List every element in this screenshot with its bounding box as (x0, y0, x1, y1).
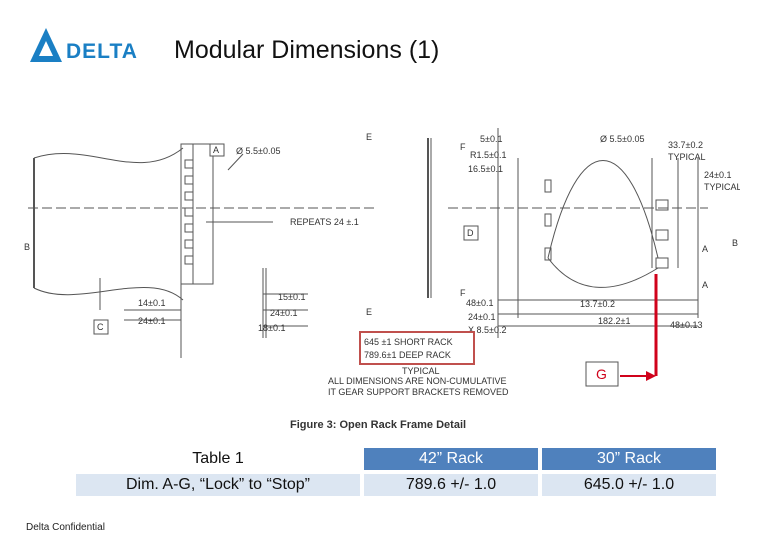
label-repeats: REPEATS 24 ±.1 (290, 217, 359, 227)
table-title-cell: Table 1 (76, 448, 360, 470)
label-a-right-1: A (702, 244, 708, 254)
label-e-bottom: E (366, 307, 372, 317)
header-42-rack: 42” Rack (364, 448, 538, 470)
page-title: Modular Dimensions (1) (174, 36, 440, 64)
label-b-right: B (732, 238, 738, 248)
g-callout-label: G (596, 366, 607, 382)
label-dim-337: 33.7±0.2 (668, 140, 703, 150)
label-dim-5: 5±0.1 (480, 134, 502, 144)
label-a-right-2: A (702, 280, 708, 290)
label-typical-3: TYPICAL (402, 366, 440, 376)
label-c-box: C (97, 322, 104, 332)
label-a-left: A (213, 145, 219, 155)
label-dim-24-mid: 24±0.1 (270, 308, 297, 318)
rack-frame-drawing: A Ø 5.5±0.05 REPEATS 24 ±.1 B 14±0.1 24±… (24, 128, 740, 431)
label-hole-left: Ø 5.5±0.05 (236, 146, 280, 156)
figure-caption: Figure 3: Open Rack Frame Detail (290, 419, 466, 431)
label-dim-165: 16.5±0.1 (468, 164, 503, 174)
label-dim-24-right: 24±0.1 (468, 312, 495, 322)
label-note-2: IT GEAR SUPPORT BRACKETS REMOVED (328, 387, 509, 397)
dimension-table: Table 1 42” Rack 30” Rack Dim. A-G, “Loc… (72, 444, 720, 500)
label-dim-18: 18±0.1 (258, 323, 285, 333)
row-label-dim-a-g: Dim. A-G, “Lock” to “Stop” (76, 474, 360, 496)
label-dim-48: 48±0.1 (466, 298, 493, 308)
label-b-left: B (24, 242, 30, 252)
label-typical-2: TYPICAL (704, 182, 740, 192)
value-42-rack: 789.6 +/- 1.0 (364, 474, 538, 496)
label-dim-r15: R1.5±0.1 (470, 150, 506, 160)
label-d-box: D (467, 228, 474, 238)
g-callout: G (585, 274, 658, 387)
label-dim-15: 15±0.1 (278, 292, 305, 302)
header-30-rack: 30” Rack (542, 448, 716, 470)
value-30-rack: 645.0 +/- 1.0 (542, 474, 716, 496)
table-header-row: Table 1 42” Rack 30” Rack (76, 448, 716, 470)
delta-logo: DELTA (30, 28, 138, 63)
label-e-top: E (366, 132, 372, 142)
label-typical-1: TYPICAL (668, 152, 706, 162)
brand-text: DELTA (66, 40, 138, 63)
label-dim-137: 13.7±0.2 (580, 299, 615, 309)
label-deep-rack: 789.6±1 DEEP RACK (364, 350, 451, 360)
label-note-1: ALL DIMENSIONS ARE NON-CUMULATIVE (328, 376, 507, 386)
label-dim-24-far: 24±0.1 (704, 170, 731, 180)
confidential-footer: Delta Confidential (26, 522, 105, 533)
label-hole-right: Ø 5.5±0.05 (600, 134, 644, 144)
label-f-bottom: F (460, 288, 466, 298)
label-dim-14: 14±0.1 (138, 298, 165, 308)
table-row: Dim. A-G, “Lock” to “Stop” 789.6 +/- 1.0… (76, 474, 716, 496)
label-f-top: F (460, 142, 466, 152)
label-dim-24-left: 24±0.1 (138, 316, 165, 326)
label-dim-4813: 48±0.13 (670, 320, 702, 330)
label-short-rack: 645 ±1 SHORT RACK (364, 337, 453, 347)
label-dim-1822: 182.2±1 (598, 316, 630, 326)
label-dim-85: X 8.5±0.2 (468, 325, 506, 335)
